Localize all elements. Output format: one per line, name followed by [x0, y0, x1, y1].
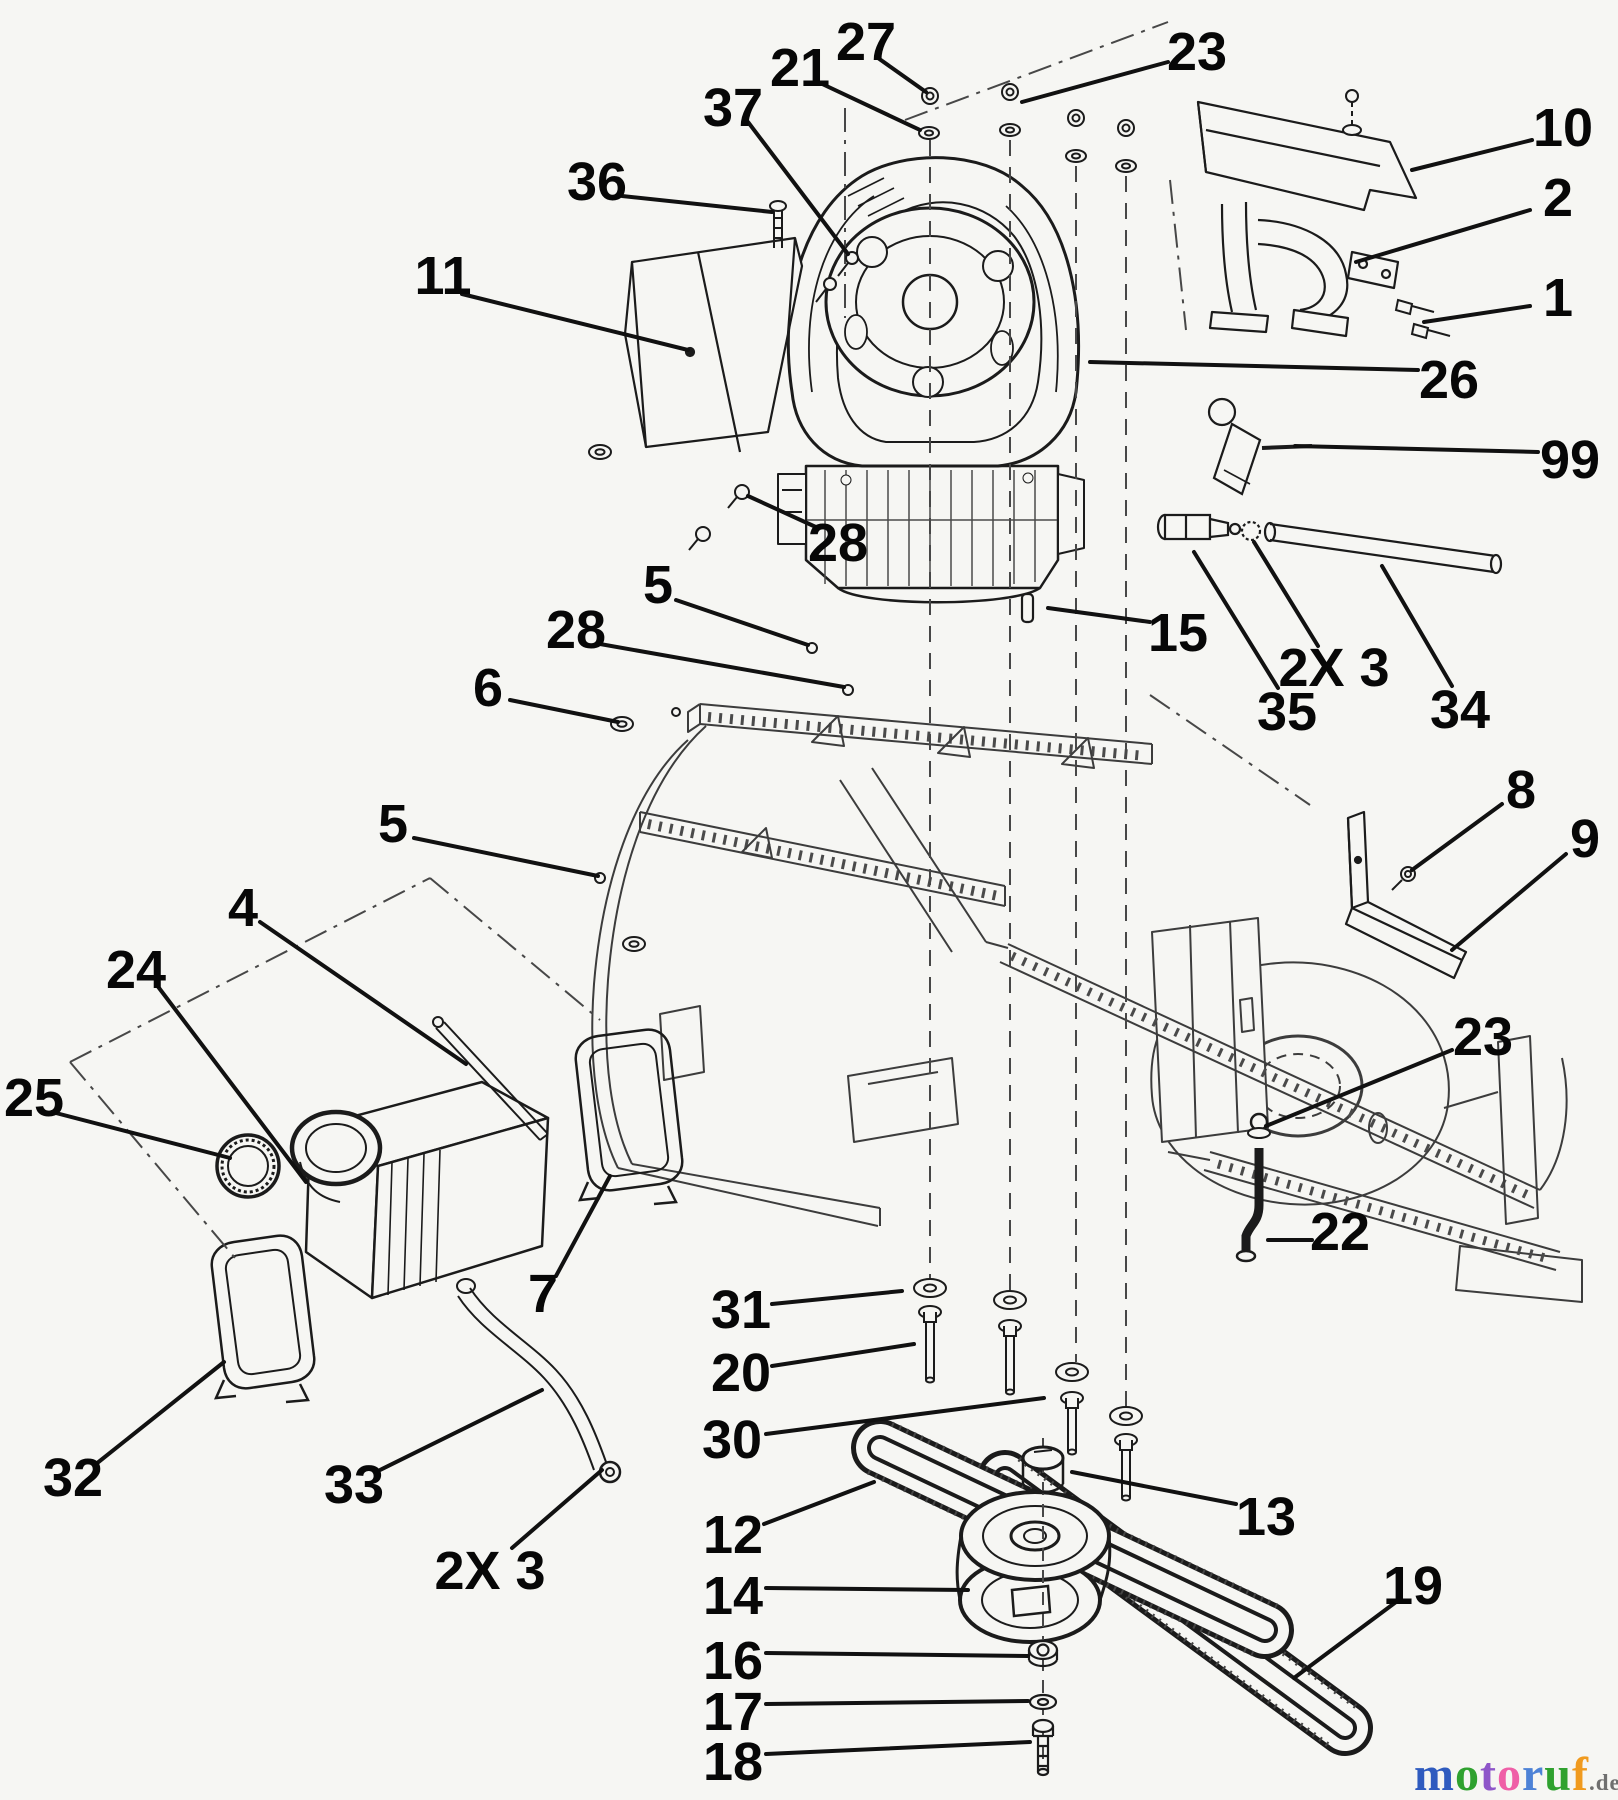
callout-35: 35 — [1257, 682, 1317, 742]
callout-36: 36 — [567, 152, 627, 212]
motoruf-logo: motoruf.de — [1414, 1748, 1618, 1800]
engine-assembly — [777, 156, 1085, 604]
tank-strap-left — [210, 1234, 316, 1404]
double-pulley — [955, 1490, 1112, 1644]
blade-nut — [1027, 1639, 1059, 1668]
logo-letter: u — [1544, 1748, 1572, 1800]
projection-lines — [69, 21, 1311, 1408]
callout-18: 18 — [703, 1732, 763, 1792]
shield-screws-28 — [588, 444, 750, 551]
engine-mount-screws-top — [918, 83, 1362, 173]
callout-5-b: 5 — [378, 794, 408, 854]
callout-37: 37 — [703, 78, 763, 138]
callout-12: 12 — [703, 1505, 763, 1565]
callout-20: 20 — [711, 1343, 771, 1403]
shroud-screw-36 — [769, 200, 787, 248]
callout-2x3-b: 2X 3 — [434, 1541, 545, 1601]
callout-22: 22 — [1310, 1202, 1370, 1262]
engine-mount-bolt-stacks — [913, 1278, 1143, 1502]
callout-13: 13 — [1236, 1487, 1296, 1547]
callout-9: 9 — [1570, 809, 1600, 869]
callout-14: 14 — [703, 1566, 763, 1626]
callout-2x3-a: 2X 3 — [1278, 638, 1389, 698]
callout-6: 6 — [473, 658, 503, 718]
support-rod-22 — [1235, 1148, 1264, 1263]
logo-letter: f — [1572, 1748, 1589, 1800]
logo-suffix: .de — [1589, 1770, 1618, 1795]
fuel-cap — [215, 1133, 281, 1199]
spacer-bushing — [1021, 1445, 1065, 1494]
callout-15: 15 — [1148, 603, 1208, 663]
blade-bolt — [1031, 1718, 1055, 1777]
fuel-shutoff-valve — [1156, 513, 1262, 542]
callout-28-a: 28 — [808, 513, 868, 573]
woodruff-key — [1020, 592, 1035, 624]
callout-11: 11 — [414, 246, 471, 306]
callout-27: 27 — [836, 12, 896, 72]
callout-16: 16 — [703, 1631, 763, 1691]
tank-mount-rod — [432, 1016, 549, 1141]
callout-1: 1 — [1543, 268, 1573, 328]
callout-31: 31 — [711, 1280, 771, 1340]
callout-25: 25 — [4, 1068, 64, 1128]
callout-23-right: 23 — [1453, 1007, 1513, 1067]
belt-shield-cover — [623, 236, 804, 453]
logo-letter: r — [1522, 1748, 1544, 1800]
callout-23-top: 23 — [1167, 22, 1227, 82]
idler-bracket — [1344, 810, 1468, 980]
leader-lines — [50, 56, 1568, 1756]
logo-letter: o — [1497, 1748, 1522, 1800]
callout-17: 17 — [703, 1682, 763, 1742]
exhaust-bolts — [1394, 298, 1451, 340]
flange-screw-23-right — [1247, 1112, 1271, 1139]
logo-letter: o — [1455, 1748, 1480, 1800]
frame-weldment — [591, 703, 1583, 1303]
logo-letter: m — [1414, 1748, 1455, 1800]
callout-8: 8 — [1506, 760, 1536, 820]
logo-letter: t — [1480, 1748, 1497, 1800]
callout-7: 7 — [528, 1264, 558, 1324]
callout-4: 4 — [228, 878, 258, 938]
exhaust-pipe — [1208, 201, 1400, 338]
fuel-line-tube — [1263, 521, 1503, 575]
callout-34: 34 — [1430, 680, 1490, 740]
dipstick — [1207, 397, 1313, 496]
heat-shield — [1196, 100, 1418, 212]
callout-26: 26 — [1419, 350, 1479, 410]
callout-2: 2 — [1543, 168, 1573, 228]
hose-clamp-engine — [1240, 520, 1262, 542]
callout-5-a: 5 — [643, 555, 673, 615]
callout-99: 99 — [1540, 430, 1600, 490]
frame-screws-5-6-28 — [594, 642, 854, 952]
callout-19: 19 — [1383, 1556, 1443, 1616]
callout-21: 21 — [770, 38, 830, 98]
blade-washer — [1028, 1693, 1058, 1711]
idler-screw — [1391, 866, 1416, 891]
callout-28-b: 28 — [546, 600, 606, 660]
callout-30: 30 — [702, 1410, 762, 1470]
hose-clamp — [598, 1460, 622, 1484]
callout-24: 24 — [106, 940, 166, 1000]
fuel-hose — [456, 1278, 622, 1484]
fuel-tank — [289, 1080, 550, 1300]
callout-32: 32 — [43, 1448, 103, 1508]
callout-10: 10 — [1533, 98, 1593, 158]
callout-33: 33 — [324, 1455, 384, 1515]
